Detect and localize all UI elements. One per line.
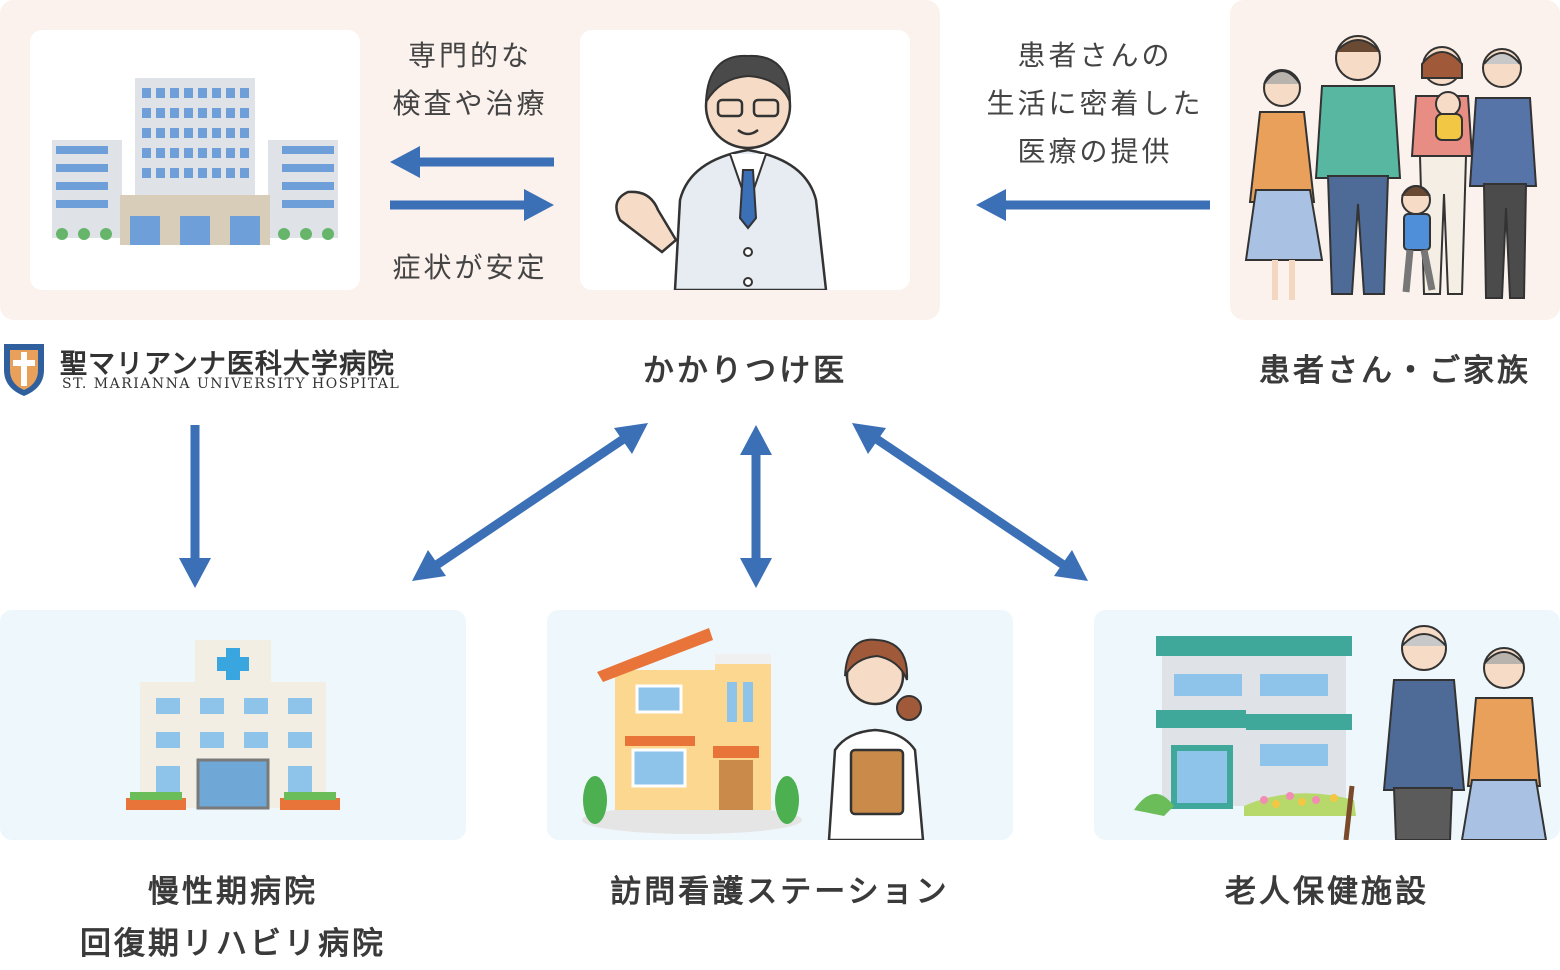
nursing-station-label: 訪問看護ステーション: [610, 874, 950, 910]
community-care-line: 生活に密着した: [986, 87, 1204, 120]
patients-family-label: 患者さん・ご家族: [1259, 353, 1531, 389]
specialized-care-line: 専門的な: [407, 39, 532, 72]
family-panel: [1230, 0, 1560, 320]
community-care-line: 医療の提供: [1017, 135, 1173, 168]
elderly-facility-panel: [1094, 610, 1560, 840]
arrow-doctor-chronic: [412, 423, 648, 581]
stable-symptoms-label: 症状が安定: [392, 251, 548, 284]
house-and-nurse-illustration: [582, 628, 925, 840]
arrow-doctor-elderly: [852, 423, 1088, 581]
chronic-hospital-panel: [0, 610, 466, 840]
family-illustration: [1244, 35, 1538, 300]
arrow-to-family-doctor-from-hospital: [390, 189, 554, 221]
care-facility-illustration: [1134, 625, 1548, 840]
doctor-illustration: [615, 54, 828, 290]
arrow-to-university-hospital: [390, 146, 554, 178]
hospital-logo-name-jp: 聖マリアンナ医科大学病院: [60, 349, 395, 380]
university-hospital-card: [30, 30, 360, 290]
specialized-care-label: 専門的な 検査や治療: [380, 32, 560, 128]
hospital-building-illustration: [52, 78, 338, 245]
chronic-hospital-label: 慢性期病院 回復期リハビリ病院: [0, 866, 466, 970]
hospital-logo-name-en: ST. MARIANNA UNIVERSITY HOSPITAL: [62, 376, 401, 392]
community-care-label: 患者さんの 生活に密着した 医療の提供: [965, 32, 1225, 176]
arrow-from-patients-to-doctor: [976, 189, 1210, 221]
family-doctor-label: かかりつけ医: [642, 353, 848, 389]
elderly-facility-label: 老人保健施設: [1225, 874, 1429, 910]
recovery-rehab-hospital-line: 回復期リハビリ病院: [80, 926, 386, 962]
arrow-hospital-to-chronic: [179, 425, 211, 588]
family-doctor-card: [580, 30, 910, 290]
nursing-station-panel: [547, 610, 1013, 840]
hospital-logo-shield-icon: [2, 340, 46, 398]
specialized-care-line: 検査や治療: [392, 87, 548, 120]
chronic-hospital-line: 慢性期病院: [148, 874, 318, 910]
community-care-line: 患者さんの: [1017, 39, 1173, 72]
arrow-doctor-nursing: [740, 425, 772, 588]
small-hospital-illustration: [126, 640, 340, 810]
